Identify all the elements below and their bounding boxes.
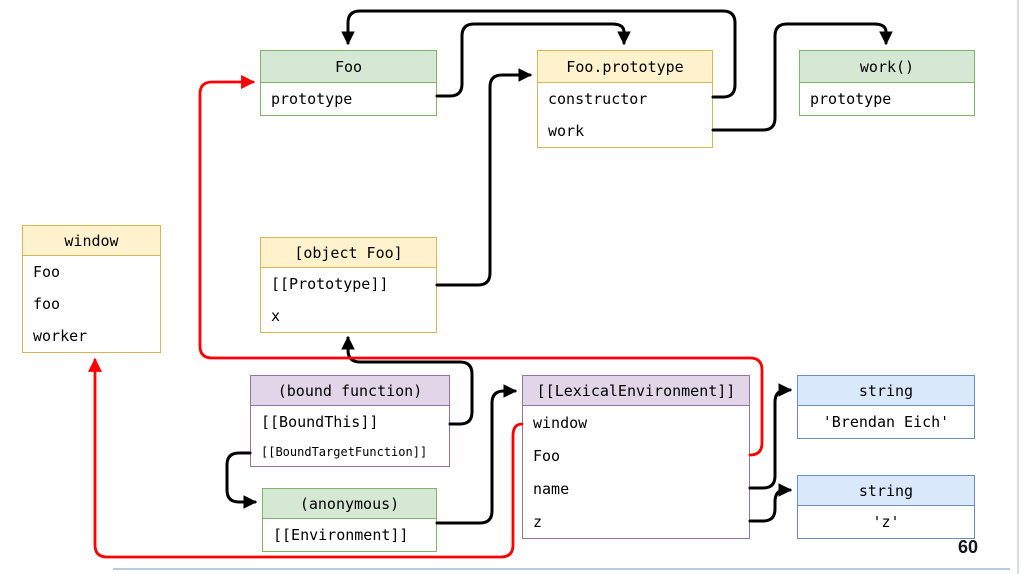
slide-page-number: 60 xyxy=(957,537,978,557)
box-window-title: window xyxy=(23,226,160,256)
box-foo: Foo prototype xyxy=(260,50,437,116)
box-object-foo-row-prototype-slot: [[Prototype]] xyxy=(271,275,389,293)
box-anonymous-fn-row-environment: [[Environment]] xyxy=(273,526,409,544)
box-lexical-environment-row-Foo: Foo xyxy=(533,446,561,465)
box-bound-function: (bound function) [[BoundThis]] [[BoundTa… xyxy=(250,375,450,467)
box-bound-function-title: (bound function) xyxy=(251,376,449,406)
next-slide-edge-line xyxy=(113,568,1010,570)
box-anonymous-fn-title: (anonymous) xyxy=(263,489,436,519)
box-string-z-value: 'z' xyxy=(872,513,900,531)
box-string-z: string 'z' xyxy=(797,475,975,539)
box-work-fn-row-prototype: prototype xyxy=(810,90,892,108)
box-foo-title: Foo xyxy=(261,51,436,83)
edge-object-foo-prototype-to-foo-prototype xyxy=(435,68,533,287)
edge-z-to-string-z xyxy=(748,483,793,523)
box-foo-row-prototype: prototype xyxy=(271,90,353,108)
box-window-row-worker: worker xyxy=(33,327,88,345)
box-foo-prototype-title: Foo.prototype xyxy=(538,51,712,83)
box-object-foo-title: [object Foo] xyxy=(261,238,436,268)
box-foo-prototype-row-work: work xyxy=(548,122,585,140)
box-bound-function-row-boundtargetfunction: [[BoundTargetFunction]] xyxy=(261,445,428,459)
box-lexical-environment-title: [[LexicalEnvironment]] xyxy=(523,376,749,406)
edge-name-to-string-brendan xyxy=(748,383,793,490)
box-string-z-title: string xyxy=(798,476,974,506)
box-bound-function-row-boundthis: [[BoundThis]] xyxy=(261,413,379,431)
box-work-fn: work() prototype xyxy=(799,50,975,116)
box-object-foo: [object Foo] [[Prototype]] x xyxy=(260,237,437,333)
box-foo-prototype: Foo.prototype constructor work xyxy=(537,50,713,148)
box-window-row-Foo: Foo xyxy=(33,263,61,281)
box-lexical-environment-row-name: name xyxy=(533,479,570,498)
box-window-row-foo: foo xyxy=(33,295,61,313)
box-work-fn-title: work() xyxy=(800,51,974,83)
box-lexical-environment-row-z: z xyxy=(533,512,543,531)
box-window: window Foo foo worker xyxy=(22,225,161,353)
box-anonymous-fn: (anonymous) [[Environment]] xyxy=(262,488,437,552)
box-lexical-environment: [[LexicalEnvironment]] window Foo name z xyxy=(522,375,750,539)
box-foo-prototype-row-constructor: constructor xyxy=(548,90,648,108)
slide-right-edge-line xyxy=(1017,0,1019,574)
box-lexical-environment-row-window: window xyxy=(533,413,588,432)
box-string-brendan-title: string xyxy=(798,376,974,406)
box-string-brendan-value: 'Brendan Eich' xyxy=(822,413,950,431)
box-object-foo-row-x: x xyxy=(271,307,281,325)
box-string-brendan: string 'Brendan Eich' xyxy=(797,375,975,439)
